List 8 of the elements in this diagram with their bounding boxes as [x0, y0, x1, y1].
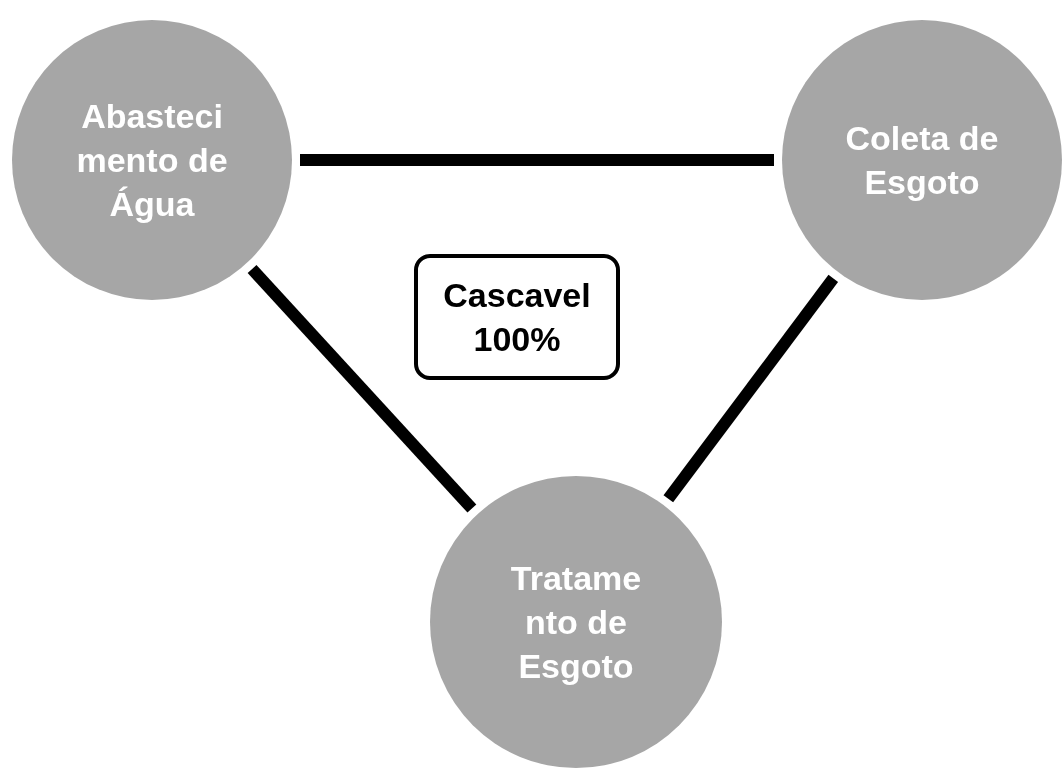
connector-line: [247, 264, 477, 513]
node-label: Coleta de Esgoto: [844, 117, 1000, 203]
connector-line: [300, 154, 774, 166]
node-label: Cascavel 100%: [442, 274, 592, 360]
node-label: Abasteci mento de Água: [75, 95, 229, 226]
connector-line: [663, 274, 839, 503]
rounded-box: [414, 254, 620, 380]
node-label: Tratame nto de Esgoto: [509, 557, 643, 688]
